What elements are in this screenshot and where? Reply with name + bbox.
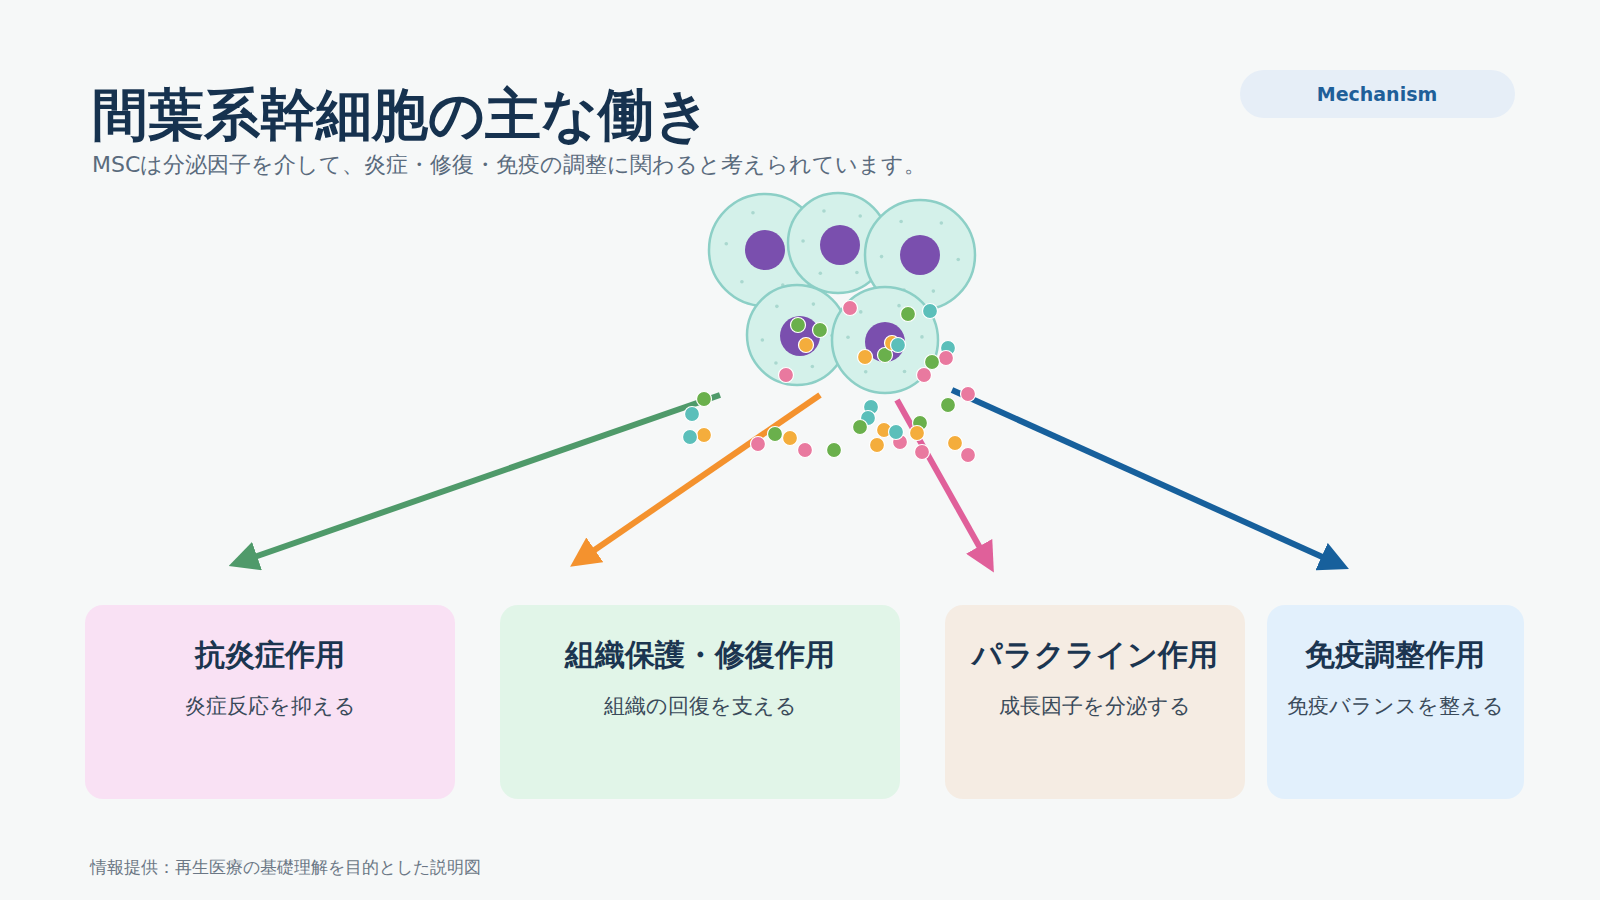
cell-granule — [940, 221, 944, 225]
cell-granule — [899, 220, 903, 224]
box-description: 成長因子を分泌する — [999, 692, 1191, 721]
cell-granule — [812, 302, 816, 306]
cell-granule — [897, 304, 901, 308]
cell-granule — [956, 258, 960, 262]
secreted-factor — [858, 350, 873, 365]
cell-granule — [822, 209, 826, 213]
cell-granule — [864, 370, 868, 374]
function-box: パラクライン作用成長因子を分泌する — [945, 605, 1245, 799]
secretion-arrow — [580, 395, 820, 560]
cell-granule — [932, 289, 936, 293]
cell-granule — [855, 271, 859, 275]
secretion-arrow — [897, 400, 988, 562]
secreted-factor — [941, 398, 956, 413]
cell-granule — [801, 239, 805, 243]
secreted-factor — [827, 443, 842, 458]
secreted-factor — [961, 387, 976, 402]
secreted-factor — [683, 430, 698, 445]
secreted-factor — [813, 323, 828, 338]
secreted-factor — [798, 443, 813, 458]
cell-granule — [774, 361, 778, 365]
secreted-factor — [948, 436, 963, 451]
box-heading: パラクライン作用 — [972, 635, 1218, 674]
cell-granule — [724, 242, 728, 246]
stem-cell — [832, 287, 938, 393]
cell-granule — [761, 338, 765, 342]
secreted-factor — [915, 445, 930, 460]
box-heading: 免疫調整作用 — [1305, 635, 1485, 674]
secreted-factor — [799, 338, 814, 353]
function-box: 組織保護・修復作用組織の回復を支える — [500, 605, 900, 799]
cell-granule — [811, 365, 815, 369]
cell-granule — [819, 271, 823, 275]
secreted-factor — [917, 368, 932, 383]
secreted-factor — [751, 437, 766, 452]
secreted-factor — [791, 318, 806, 333]
cell-granule — [920, 335, 924, 339]
secretion-arrow — [952, 390, 1338, 564]
box-description: 組織の回復を支える — [604, 692, 797, 721]
cell-nucleus — [780, 316, 820, 356]
secretion-arrow — [240, 395, 720, 562]
secreted-factor — [889, 425, 904, 440]
cell-granule — [846, 335, 850, 339]
cell-granule — [751, 211, 755, 215]
secreted-factor — [870, 438, 885, 453]
secreted-factor — [779, 368, 794, 383]
secreted-factor — [697, 392, 712, 407]
cell-granule — [859, 310, 863, 314]
secreted-factor — [901, 307, 916, 322]
secreted-factor — [843, 301, 858, 316]
secreted-factor — [697, 428, 712, 443]
secreted-factor — [853, 420, 868, 435]
secreted-factor — [783, 431, 798, 446]
box-heading: 組織保護・修復作用 — [565, 635, 835, 674]
secreted-factor — [685, 407, 700, 422]
cell-granule — [775, 305, 779, 309]
page-title: 間葉系幹細胞の主な働き — [92, 78, 711, 154]
box-heading: 抗炎症作用 — [195, 635, 345, 674]
box-description: 炎症反応を抑える — [185, 692, 356, 721]
cell-nucleus — [745, 230, 785, 270]
secreted-factor — [939, 351, 954, 366]
cell-granule — [740, 280, 744, 284]
badge-pill — [1240, 70, 1515, 118]
secreted-factor — [910, 426, 925, 441]
secreted-factor — [961, 448, 976, 463]
subtitle: MSCは分泌因子を介して、炎症・修復・免疫の調整に関わると考えられています。 — [92, 150, 926, 180]
secreted-factor — [768, 427, 783, 442]
secreted-factor — [923, 304, 938, 319]
cell-granule — [903, 370, 907, 374]
function-box: 免疫調整作用免疫バランスを整える — [1267, 605, 1524, 799]
cell-granule — [880, 255, 884, 259]
box-description: 免疫バランスを整える — [1287, 692, 1504, 721]
cell-granule — [858, 214, 862, 218]
source-note: 情報提供：再生医療の基礎理解を目的とした説明図 — [90, 856, 481, 879]
cell-nucleus — [820, 225, 860, 265]
cell-nucleus — [900, 235, 940, 275]
badge-label: Mechanism — [1317, 83, 1438, 105]
secreted-factor — [925, 355, 940, 370]
function-box: 抗炎症作用炎症反応を抑える — [85, 605, 455, 799]
secreted-factor — [891, 338, 906, 353]
